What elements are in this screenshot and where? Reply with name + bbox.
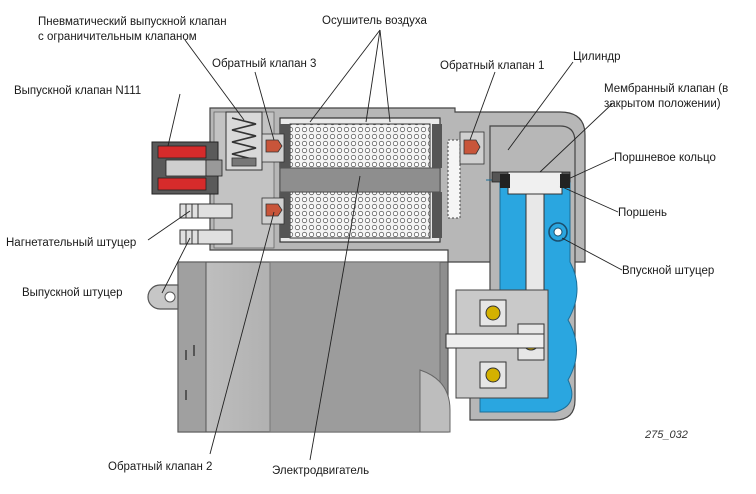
exhaust-port	[179, 229, 233, 245]
label-cylinder: Цилиндр	[573, 51, 621, 63]
label-check-valve-1: Обратный клапан 1	[440, 60, 545, 72]
label-air-dryer: Осушитель воздуха	[322, 15, 427, 27]
label-pneumatic-exhaust-valve-line1: Пневматический выпускной клапан	[38, 16, 227, 28]
label-membrane-valve-line1: Мембранный клапан (в	[604, 83, 729, 95]
exhaust-valve-n111	[151, 141, 223, 195]
electric-motor	[177, 261, 451, 433]
label-piston: Поршень	[618, 207, 668, 219]
leader-lines	[147, 29, 623, 461]
pressure-port	[179, 203, 233, 219]
label-check-valve-3: Обратный клапан 3	[212, 58, 317, 70]
piston-ring	[500, 174, 570, 188]
air-dryer	[279, 117, 461, 243]
label-exhaust-valve-n111: Выпускной клапан N111	[14, 85, 142, 97]
label-intake-port: Впускной штуцер	[622, 265, 715, 277]
crank-assembly	[445, 289, 549, 399]
label-membrane-valve-line2: закрытом положении)	[604, 98, 721, 110]
label-pneumatic-exhaust-valve-line2: с ограничительным клапаном	[38, 31, 197, 43]
check-valve-3	[261, 133, 285, 163]
label-check-valve-2: Обратный клапан 2	[108, 461, 213, 473]
label-exhaust-port: Выпускной штуцер	[22, 287, 123, 299]
intake-port	[548, 222, 568, 242]
figure-id: 275_032	[645, 429, 688, 441]
mounting-lug	[147, 284, 179, 310]
check-valve-2	[261, 197, 285, 225]
pneumatic-exhaust-valve	[225, 111, 263, 171]
label-piston-ring: Поршневое кольцо	[614, 152, 716, 164]
check-valve-1	[459, 131, 485, 165]
label-electric-motor: Электродвигатель	[272, 465, 370, 477]
label-pressure-port: Нагнетательный штуцер	[6, 237, 137, 249]
